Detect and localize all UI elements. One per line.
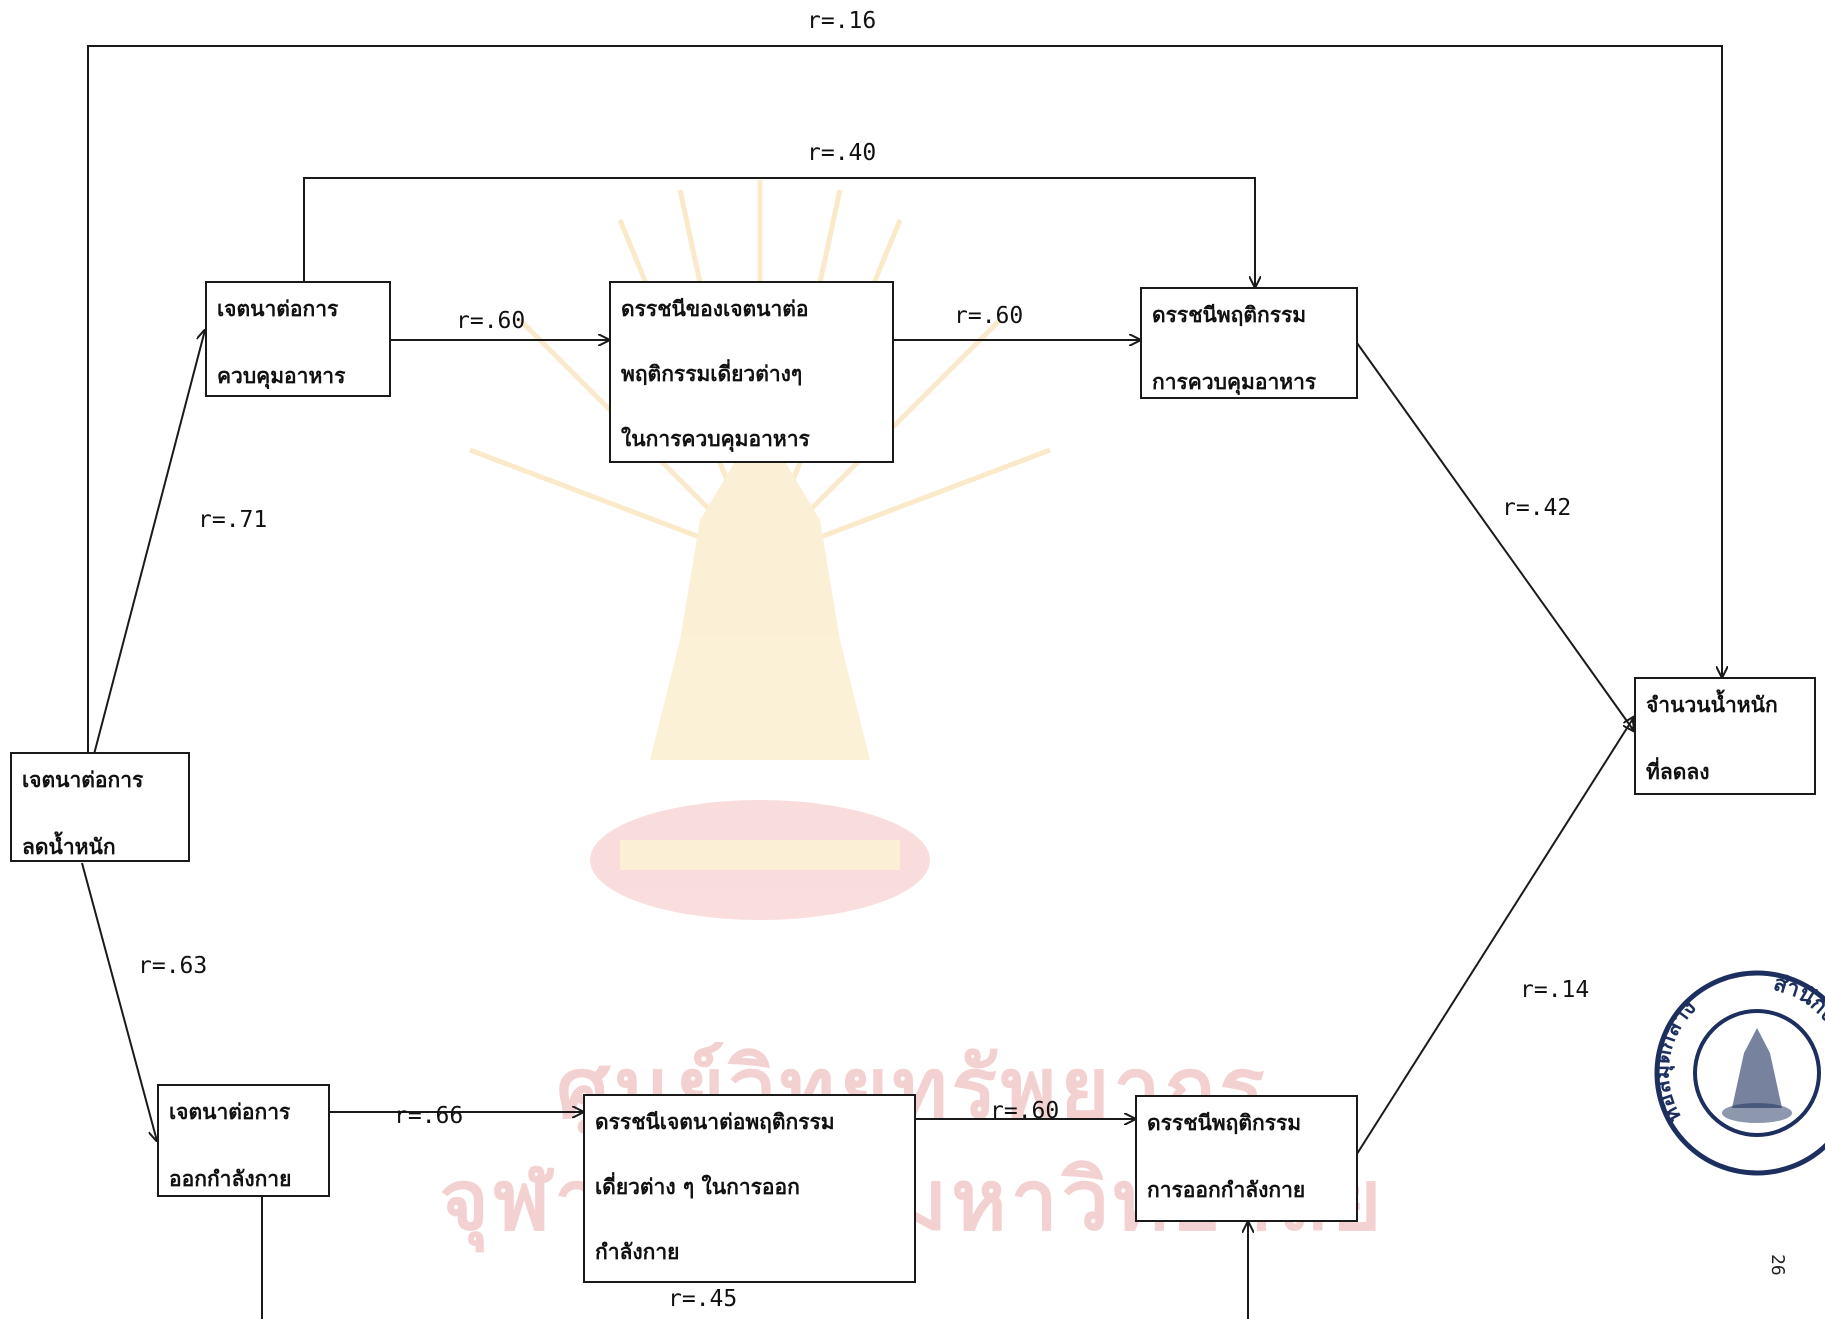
r-label-exercise-behavior-to-result: r=.14: [1520, 977, 1590, 1003]
box-intent-weight-loss: เจตนาต่อการ ลดน้ำหนัก: [10, 752, 190, 862]
box-index-intent-diet-behaviors: ดรรชนีของเจตนาต่อ พฤติกรรมเดี่ยวต่างๆ ใน…: [609, 281, 894, 463]
r-label-diet-behavior-to-result: r=.42: [1502, 495, 1572, 521]
r-label-diet-intent-to-diet-behavior: r=.40: [807, 140, 877, 166]
r-label-exercise-intent-to-exercise-behavior: r=.45: [668, 1286, 738, 1312]
svg-text:สำนักงาน: สำนักงาน: [1770, 971, 1825, 1049]
svg-text:หอสมุดกลาง: หอสมุดกลาง: [1652, 995, 1701, 1127]
box-label-line: ออกกำลังกาย: [169, 1167, 292, 1191]
box-label-line: กำลังกาย: [595, 1240, 680, 1264]
seal-text-left: หอสมุดกลาง: [1652, 995, 1701, 1127]
box-intent-exercise: เจตนาต่อการ ออกกำลังกาย: [157, 1084, 330, 1197]
box-index-intent-exercise-behaviors: ดรรชนีเจตนาต่อพฤติกรรม เดี่ยวต่าง ๆ ในกา…: [583, 1094, 916, 1283]
box-label-line: ที่ลดลง: [1646, 760, 1710, 784]
r-label-diet-intent-to-diet-index: r=.60: [456, 308, 526, 334]
box-label-line: ควบคุมอาหาร: [217, 364, 346, 388]
box-label-line: ดรรชนีพฤติกรรม: [1147, 1111, 1302, 1135]
link-diet-behavior-to-result: [1356, 342, 1634, 731]
box-label-line: ดรรชนีพฤติกรรม: [1152, 303, 1307, 327]
box-label-line: การควบคุมอาหาร: [1152, 370, 1317, 394]
box-label-line: พฤติกรรมเดี่ยวต่างๆ: [621, 362, 803, 386]
box-weight-lost: จำนวนน้ำหนัก ที่ลดลง: [1634, 677, 1816, 795]
box-label-line: เจตนาต่อการ: [217, 297, 339, 321]
r-label-weight-loss-to-result: r=.16: [807, 8, 877, 34]
r-label-exercise-intent-to-exercise-index: r=.66: [394, 1103, 464, 1129]
r-label-exercise-index-to-exercise-behavior: r=.60: [990, 1098, 1060, 1124]
link-weight-loss-to-exercise-intent: [81, 862, 157, 1141]
box-label-line: ในการควบคุมอาหาร: [621, 427, 810, 451]
link-weight-loss-to-result: [87, 45, 1722, 762]
university-seal-icon: หอสมุดกลาง สำนักงาน: [1652, 970, 1825, 1176]
box-label-line: เจตนาต่อการ: [169, 1100, 291, 1124]
r-label-weight-loss-to-diet-intent: r=.71: [198, 507, 268, 533]
r-label-weight-loss-to-exercise-intent: r=.63: [138, 953, 208, 979]
r-label-diet-index-to-diet-behavior: r=.60: [954, 303, 1024, 329]
box-label-line: ดรรชนีของเจตนาต่อ: [621, 297, 809, 321]
box-label-line: เจตนาต่อการ: [22, 768, 144, 792]
link-diet-intent-to-diet-behavior: [303, 177, 1255, 287]
box-label-line: จำนวนน้ำหนัก: [1646, 693, 1778, 717]
link-weight-loss-to-diet-intent: [91, 330, 205, 763]
box-index-diet-behavior: ดรรชนีพฤติกรรม การควบคุมอาหาร: [1140, 287, 1358, 399]
box-label-line: ลดน้ำหนัก: [22, 835, 116, 859]
page-number: 26: [1767, 1254, 1788, 1276]
box-label-line: เดี่ยวต่าง ๆ ในการออก: [595, 1175, 800, 1199]
seal-text-right: สำนักงาน: [1770, 971, 1825, 1049]
box-intent-diet-control: เจตนาต่อการ ควบคุมอาหาร: [205, 281, 391, 397]
box-label-line: การออกกำลังกาย: [1147, 1178, 1306, 1202]
link-exercise-behavior-to-result: [1354, 717, 1634, 1158]
box-index-exercise-behavior: ดรรชนีพฤติกรรม การออกกำลังกาย: [1135, 1095, 1358, 1222]
box-label-line: ดรรชนีเจตนาต่อพฤติกรรม: [595, 1110, 835, 1134]
